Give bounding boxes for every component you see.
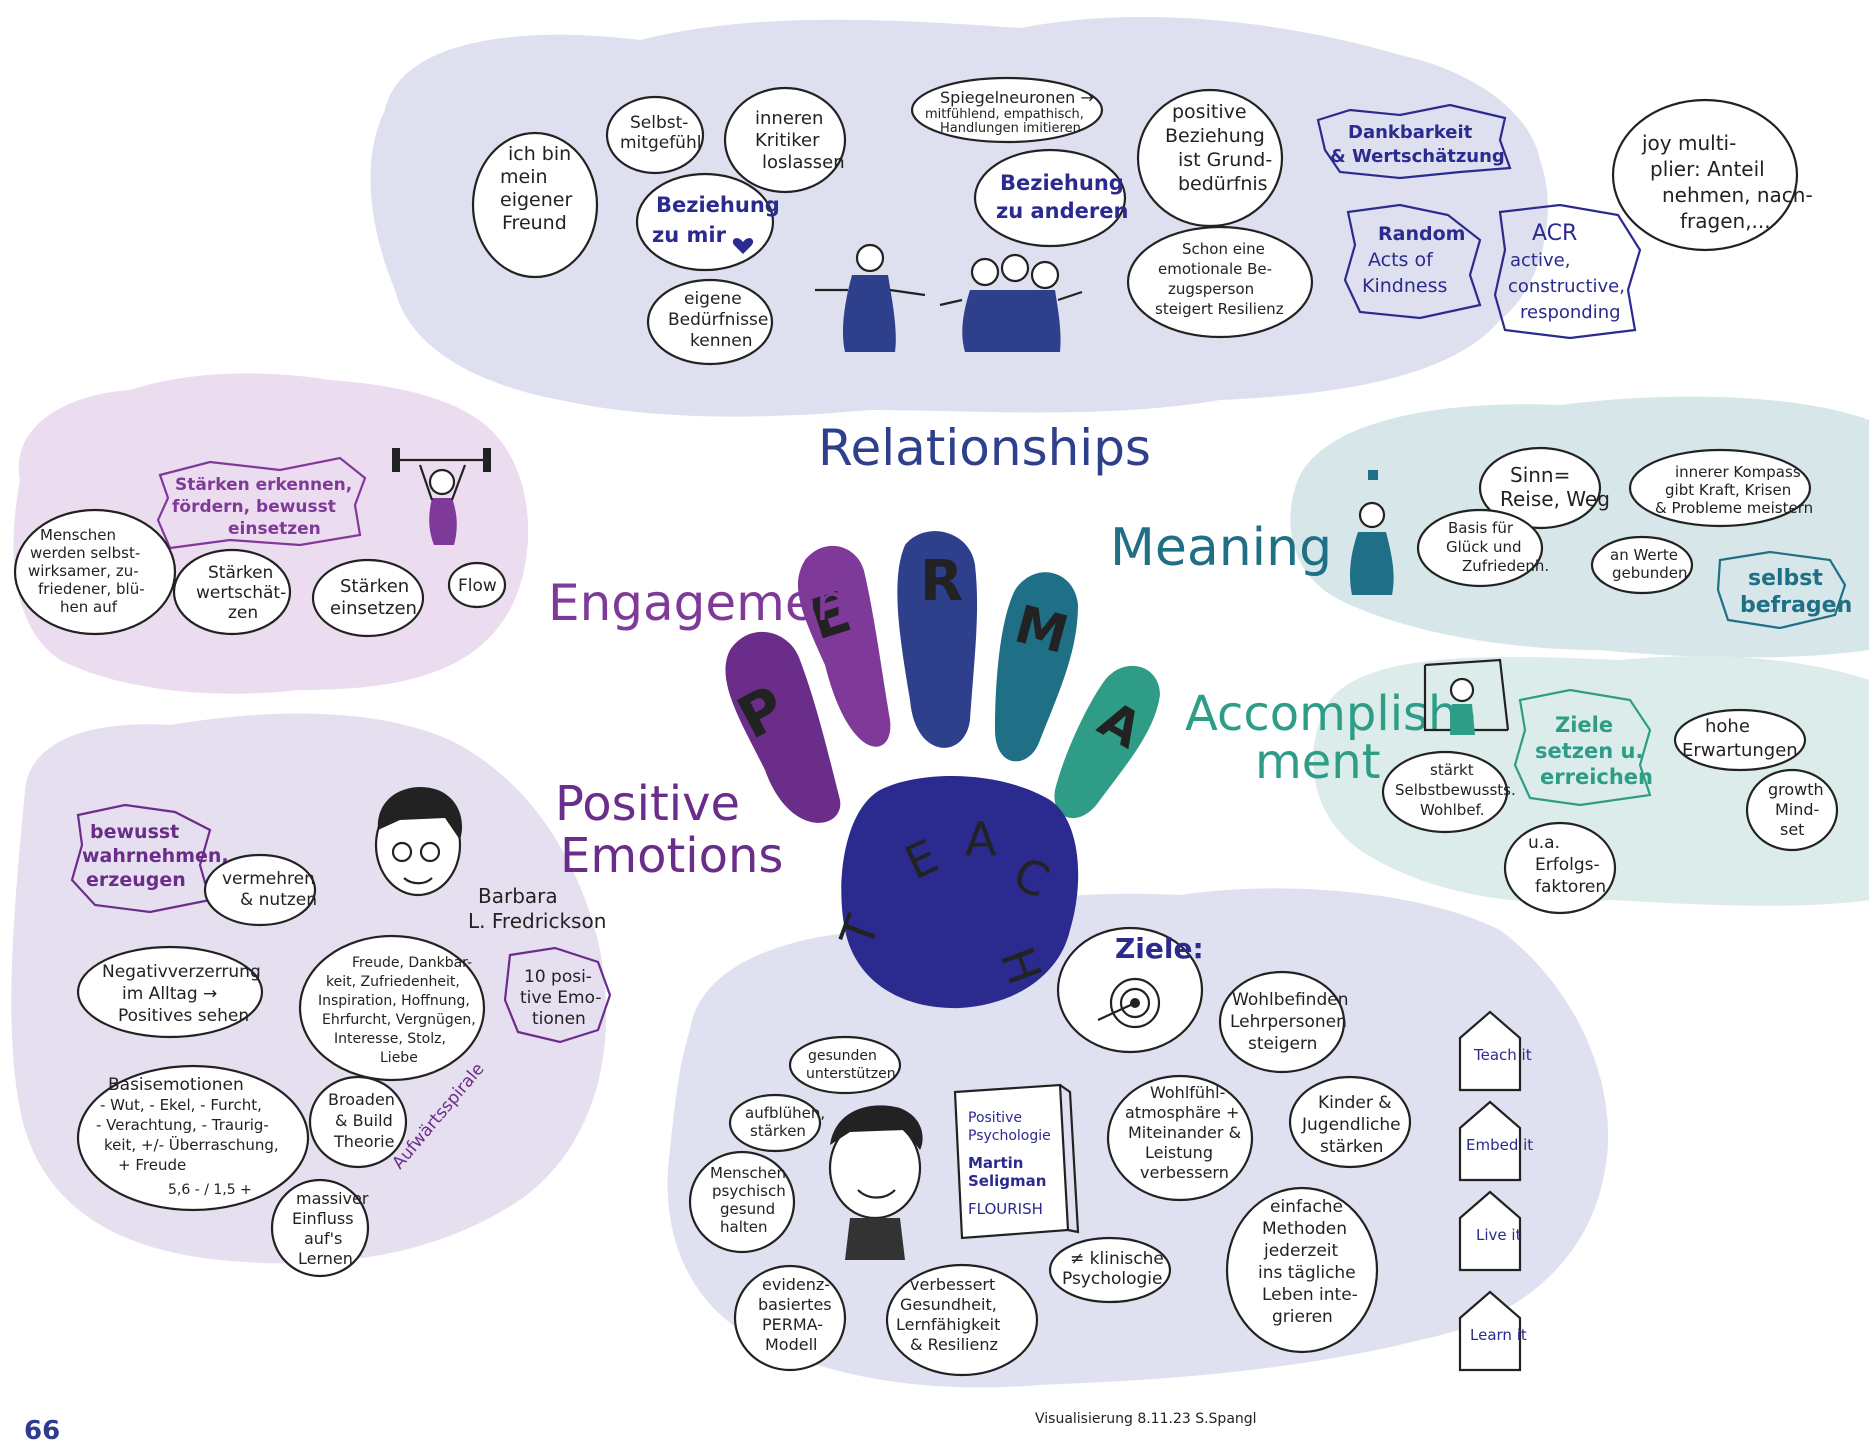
palm-letter-A: A	[965, 812, 997, 866]
house-icon	[1458, 1010, 1522, 1092]
finger-letter-R: R	[920, 549, 963, 614]
perma-hand: P E R M A T E A C H	[725, 531, 1160, 1009]
house-live-it: Live it	[1476, 1226, 1522, 1244]
label-accomplishment-2: ment	[1255, 734, 1381, 790]
label-positive-emotions-2: Emotions	[560, 828, 783, 884]
rel-spiegelneuronen: Spiegelneuronen → mitfühlend, empathisch…	[925, 88, 1098, 136]
eng-menschen: Menschen werden selbst- wirksamer, zu- f…	[28, 526, 149, 616]
acc-growth-mindset: growth Mind- set	[1768, 780, 1829, 839]
pos-ratio: 5,6 - / 1,5 +	[168, 1182, 252, 1198]
pos-bewusst: bewusst wahrnehmen, erzeugen	[82, 821, 235, 891]
rel-beziehung-zu-anderen: Beziehung zu anderen	[996, 171, 1131, 223]
rel-schon-eine: Schon eine emotionale Be- zugsperson ste…	[1155, 240, 1284, 318]
engagement-section: Stärken erkennen, fördern, bewusst einse…	[13, 448, 507, 638]
meaning-sinn: Sinn= Reise, Weg	[1500, 463, 1610, 511]
teach-wohlfuehlatmosphaere: Wohlfühl- atmosphäre + Miteinander & Lei…	[1125, 1083, 1246, 1182]
pos-basisemotionen: Basisemotionen - Wut, - Ekel, - Furcht, …	[96, 1075, 283, 1174]
finger-E	[797, 545, 891, 747]
teach-klinische: ≠ klinische Psychologie	[1062, 1249, 1169, 1289]
face-portrait-icon	[828, 1105, 923, 1260]
rel-ich-bin: ich bin mein eigener Freund	[500, 143, 578, 234]
finger-P	[725, 631, 841, 823]
rel-selbstmitgefuehl: Selbst- mitgefühl	[620, 113, 701, 153]
eng-staerken-schaetzen: Stärken wertschät- zen	[196, 563, 292, 623]
house-embed-it: Embed it	[1466, 1136, 1533, 1154]
house-learn-it: Learn it	[1470, 1326, 1527, 1344]
stick-figure-icon	[815, 243, 926, 352]
eng-staerken-erkennen: Stärken erkennen, fördern, bewusst einse…	[172, 475, 358, 539]
meaning-selbst-befragen: selbst befragen	[1740, 566, 1852, 618]
houses-steps: Teach it Embed it Live it Learn it	[1458, 1010, 1533, 1372]
acc-staerkt: stärkt Selbstbewussts. Wohlbef.	[1395, 761, 1521, 819]
acc-hohe-erwartungen: hohe Erwartungen	[1682, 716, 1798, 761]
finger-R	[897, 531, 978, 748]
eng-flow: Flow	[458, 576, 497, 596]
rel-dankbarkeit: Dankbarkeit & Wertschätzung	[1330, 122, 1505, 167]
pos-barbara: Barbara L. Fredrickson	[468, 884, 606, 933]
label-positive-emotions-1: Positive	[555, 776, 740, 832]
rel-acr: ACR active, constructive, responding	[1508, 221, 1631, 323]
meaning-section: Sinn= Reise, Weg innerer Kompass gibt Kr…	[1350, 446, 1852, 630]
palm	[841, 776, 1079, 1009]
pos-vermehren: vermehren & nutzen	[222, 869, 320, 910]
rel-joy-multiplier: joy multi- plier: Anteil nehmen, nach- f…	[1641, 131, 1819, 233]
target-icon	[1097, 977, 1161, 1029]
house-teach-it: Teach it	[1473, 1046, 1532, 1064]
teach-methoden: einfache Methoden jederzeit ins tägliche…	[1258, 1197, 1363, 1327]
rel-inneren-kritiker: inneren Kritiker loslassen	[755, 108, 845, 173]
finger-M	[995, 572, 1078, 762]
label-engagement: Engagement	[548, 574, 867, 632]
acc-erfolgsfaktoren: u.a. Erfolgs- faktoren	[1528, 833, 1606, 897]
rel-beduerfnisse: eigene Bedürfnisse kennen	[668, 289, 774, 351]
teach-evidenz: evidenz- basiertes PERMA- Modell	[758, 1275, 837, 1354]
pos-zehn-emotionen: 10 posi- tive Emo- tionen	[520, 967, 607, 1029]
accomplishment-section: Ziele setzen u. erreichen hohe Erwartung…	[1381, 658, 1839, 915]
pos-freude: Freude, Dankbar- keit, Zufriedenheit, In…	[318, 955, 480, 1066]
teach-book: Positive Psychologie Martin Seligman FLO…	[968, 1110, 1055, 1218]
house-icon	[1458, 1290, 1522, 1372]
face-portrait-icon	[374, 786, 463, 897]
house-icon	[1458, 1100, 1522, 1182]
teach-kinder: Kinder & Jugendliche stärken	[1301, 1093, 1406, 1157]
positive-emotions-section: bewusst wahrnehmen, erzeugen vermehren &…	[70, 786, 612, 1278]
label-meaning: Meaning	[1110, 518, 1332, 578]
meaning-basis: Basis für Glück und Zufriedenh.	[1446, 519, 1549, 575]
teach-aufbluehen: aufblühen, stärken	[745, 1104, 830, 1140]
book-icon: Positive Psychologie Martin Seligman FLO…	[953, 1083, 1080, 1240]
pos-massiver-einfluss: massiver Einfluss auf's Lernen	[292, 1189, 374, 1268]
group-figures-icon	[939, 253, 1083, 352]
label-accomplishment-1: Accomplish-	[1185, 686, 1476, 742]
teach-verbessert: verbessert Gesundheit, Lernfähigkeit & R…	[896, 1275, 1005, 1354]
pos-broaden-build: Broaden & Build Theorie	[328, 1090, 400, 1151]
label-relationships: Relationships	[818, 419, 1151, 477]
stick-figure-icon	[1423, 658, 1510, 735]
weightlifter-icon	[392, 448, 491, 545]
acc-ziele-setzen: Ziele setzen u. erreichen	[1535, 713, 1653, 789]
teach-section: Ziele: Wohlbefinden Lehrpersonen steiger…	[688, 926, 1412, 1377]
pos-negativverzerrung: Negativverzerrung im Alltag → Positives …	[102, 962, 266, 1026]
teach-gesunden: gesunden unterstützen	[806, 1048, 896, 1082]
rel-random-acts: Random Acts of Kindness	[1362, 223, 1471, 297]
teach-ziele: Ziele:	[1115, 932, 1204, 965]
relationships-section: ich bin mein eigener Freund Selbst- mitg…	[471, 76, 1819, 366]
finger-A	[1054, 665, 1160, 819]
house-icon	[1458, 1190, 1522, 1272]
teach-wohlbefinden: Wohlbefinden Lehrpersonen steigern	[1230, 990, 1354, 1054]
meaning-werte: an Werte gebunden	[1610, 546, 1688, 582]
rel-beziehung-zu-mir: Beziehung zu mir	[652, 193, 787, 247]
meaning-kompass: innerer Kompass gibt Kraft, Krisen & Pro…	[1655, 463, 1813, 517]
rel-positive-beziehung: positive Beziehung ist Grund- bedürfnis	[1165, 101, 1278, 195]
eng-staerken-einsetzen: Stärken einsetzen	[330, 576, 417, 619]
signature: Visualisierung 8.11.23 S.Spangl	[1035, 1411, 1257, 1427]
page-number: 66	[24, 1416, 61, 1446]
teach-menschen-gesund: Menschen psychisch gesund halten	[710, 1164, 791, 1236]
stick-figure-icon	[1350, 470, 1394, 595]
